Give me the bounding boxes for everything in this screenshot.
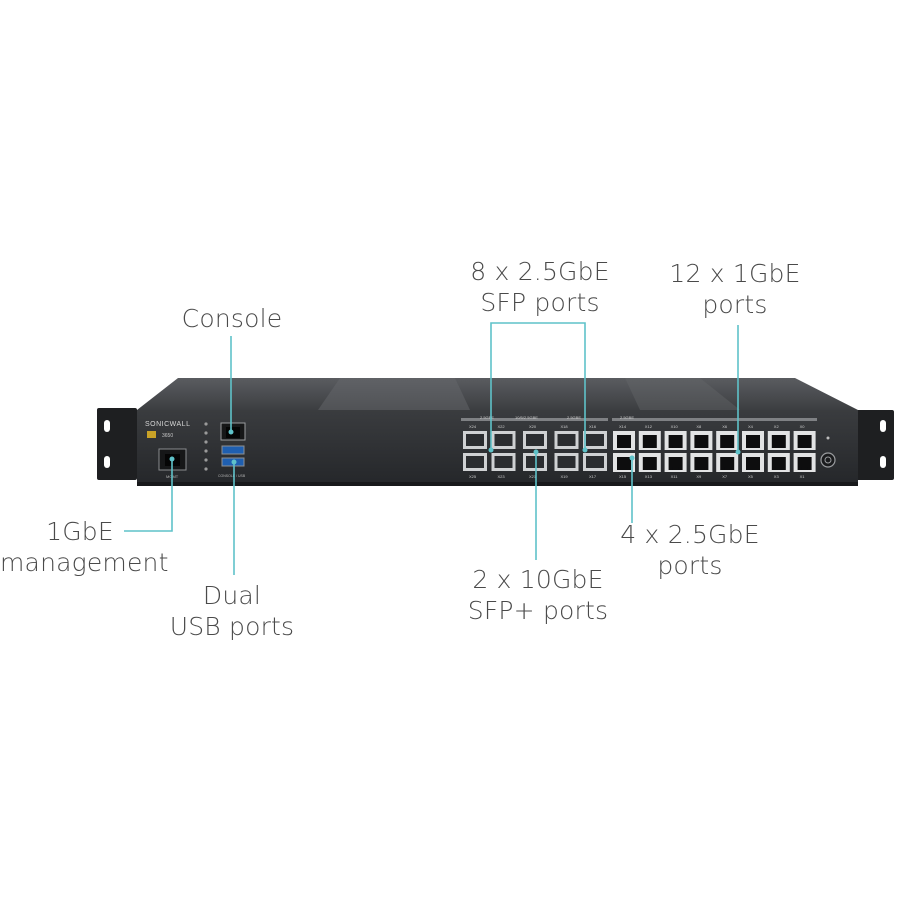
sfp-cage[interactable] bbox=[463, 431, 487, 449]
sfp-cage[interactable] bbox=[583, 431, 607, 449]
sfp-cage[interactable] bbox=[583, 453, 607, 471]
sfp-cage[interactable] bbox=[463, 453, 487, 471]
sfp-port-label: X18 bbox=[561, 424, 569, 429]
rj45-port-label: X14 bbox=[619, 424, 627, 429]
leader-sfp-25 bbox=[490, 322, 586, 450]
rj45-port[interactable] bbox=[613, 431, 635, 450]
rj45-port[interactable] bbox=[690, 431, 713, 450]
rj45-port-label: X2 bbox=[774, 424, 780, 429]
rj45-port[interactable] bbox=[767, 431, 790, 450]
sfp-port-label: X25 bbox=[469, 474, 477, 479]
power-button[interactable] bbox=[820, 452, 836, 468]
rj45-port-label: X8 bbox=[696, 424, 702, 429]
brand-logo: SONICWALL bbox=[145, 421, 190, 428]
logo-mark bbox=[147, 431, 156, 438]
callout-rj45-1gbe: 12 x 1GbE ports bbox=[669, 259, 801, 319]
rj45-port[interactable] bbox=[767, 453, 790, 472]
sfp-port-label: X17 bbox=[589, 474, 597, 479]
rj45-port[interactable] bbox=[793, 431, 816, 450]
sfp-group-label-2: 10/5/2.5GBE bbox=[515, 415, 538, 420]
leader-mgmt bbox=[124, 459, 173, 532]
sfp-port-label: X20 bbox=[529, 424, 537, 429]
rj45-port[interactable] bbox=[716, 431, 739, 450]
power-led bbox=[826, 436, 830, 440]
sfp-group-label-1: 2.5GBE bbox=[480, 415, 494, 420]
sfp-port-label: X22 bbox=[498, 424, 506, 429]
rj45-port-label: X3 bbox=[774, 474, 780, 479]
rj45-port[interactable] bbox=[664, 453, 687, 472]
model-number: 3650 bbox=[162, 433, 173, 439]
rj45-port[interactable] bbox=[742, 431, 764, 450]
callout-mgmt: 1GbE management bbox=[0, 517, 169, 577]
rj45-port[interactable] bbox=[742, 453, 764, 472]
status-leds bbox=[204, 422, 208, 471]
svg-text:CONSOLE / USB: CONSOLE / USB bbox=[218, 474, 246, 478]
rj45-group-label: 2.5GBE bbox=[620, 415, 634, 420]
rj45-port[interactable] bbox=[638, 453, 661, 472]
sfp-port-label: X19 bbox=[561, 474, 569, 479]
callout-sfp-25gbe: 8 x 2.5GbE SFP ports bbox=[470, 257, 610, 317]
callout-sfp-10gbe: 2 x 10GbE SFP+ ports bbox=[467, 565, 609, 625]
sfp-port-label: X23 bbox=[498, 474, 506, 479]
rj45-port-label: X6 bbox=[722, 424, 728, 429]
callout-console: Console bbox=[181, 304, 283, 333]
rack-ear-left bbox=[97, 408, 137, 480]
sfp-cage[interactable] bbox=[554, 431, 579, 449]
sfp-group-label-3: 2.5GBE bbox=[567, 415, 581, 420]
rj45-port-block: 2.5GBE X14 X12 X10 X8 X6 X4 X2 X0 X15 X13 X11 X9 X7… bbox=[612, 415, 817, 479]
sfp-port-label: X24 bbox=[469, 424, 477, 429]
rj45-port-label: X1 bbox=[800, 474, 806, 479]
rj45-port-label: X15 bbox=[619, 474, 627, 479]
rj45-port-label: X12 bbox=[645, 424, 653, 429]
rj45-port-label: X0 bbox=[800, 424, 806, 429]
callout-usb: Dual USB ports bbox=[169, 581, 295, 641]
sfp-cage[interactable] bbox=[554, 453, 579, 471]
rj45-port[interactable] bbox=[716, 453, 739, 472]
sfp-cage[interactable] bbox=[491, 431, 516, 449]
leader-lines bbox=[124, 322, 741, 575]
rj45-port-label: X5 bbox=[748, 474, 754, 479]
rj45-port-label: X13 bbox=[645, 474, 653, 479]
rj45-port-label: X7 bbox=[722, 474, 728, 479]
sfp-cage[interactable] bbox=[523, 453, 547, 471]
sfp-port-label: X21 bbox=[529, 474, 537, 479]
rj45-port[interactable] bbox=[793, 453, 816, 472]
rj45-port-label: X11 bbox=[671, 474, 679, 479]
sfp-port-label: X16 bbox=[589, 424, 597, 429]
rj45-port[interactable] bbox=[638, 431, 661, 450]
rj45-port-label: X9 bbox=[696, 474, 702, 479]
rj45-port[interactable] bbox=[690, 453, 713, 472]
callout-rj45-25gbe: 4 x 2.5GbE ports bbox=[620, 520, 760, 580]
sfp-cage[interactable] bbox=[523, 431, 547, 449]
rj45-port[interactable] bbox=[613, 453, 635, 472]
rj45-port-label: X10 bbox=[671, 424, 679, 429]
rj45-port[interactable] bbox=[664, 431, 687, 450]
rack-ear-right bbox=[856, 410, 894, 480]
chassis-top bbox=[137, 378, 858, 410]
rj45-port-label: X4 bbox=[748, 424, 754, 429]
sfp-cage[interactable] bbox=[491, 453, 516, 471]
